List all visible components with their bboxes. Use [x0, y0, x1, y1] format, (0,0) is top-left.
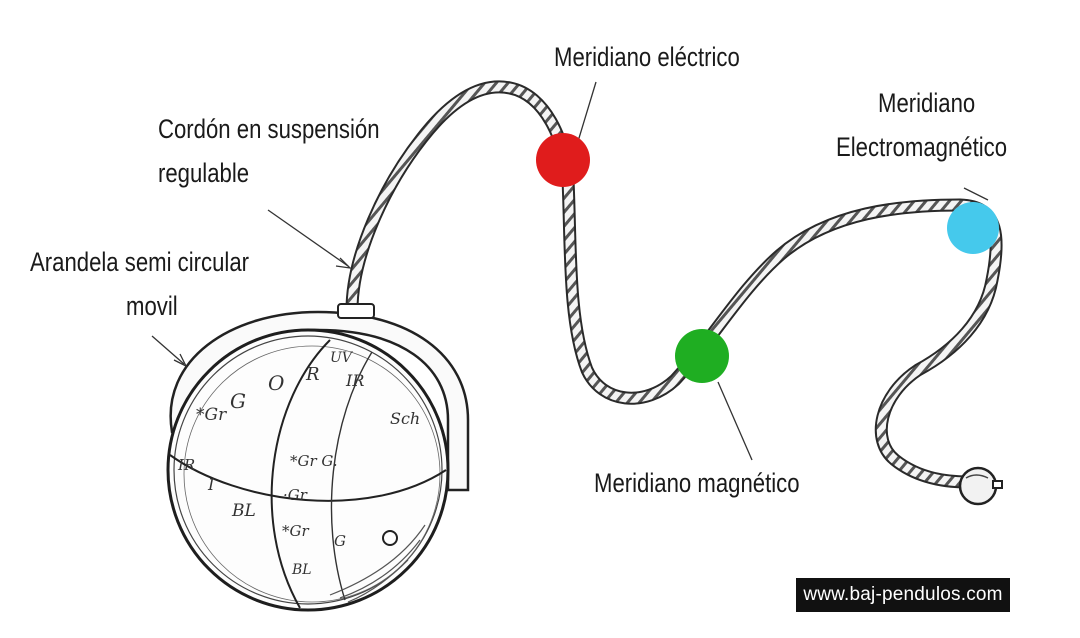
marking-ir: IR [345, 371, 364, 390]
label-cordon-line2: regulable [158, 158, 250, 188]
marker-meridiano-electromagnetico [947, 202, 999, 254]
marking-gr-star: *Gr [282, 522, 309, 540]
label-arandela-line1: Arandela semi circular [30, 247, 250, 277]
marking-uv: UV [330, 350, 354, 366]
marking-gr-g: *Gr G. [290, 452, 338, 470]
label-meridiano-magnetico: Meridiano magnético [594, 468, 800, 498]
sphere-body [166, 328, 450, 612]
sphere-markings: *Gr G O R IR UV Sch IR I BL *Gr G. ·Gr *… [177, 350, 420, 578]
pointer-arrows [151, 81, 989, 461]
label-cordon-line1: Cordón en suspensión [158, 114, 380, 144]
marking-gr-dot: ·Gr [283, 486, 308, 504]
arrow-cordon [267, 209, 349, 267]
label-arandela-line2: movil [126, 291, 178, 321]
marking-bl: BL [231, 501, 256, 521]
marking-ir-left: IR [177, 456, 195, 474]
marking-sch: Sch [390, 409, 420, 428]
marking-bl-inner: BL [291, 562, 312, 578]
marking-i: I [207, 475, 215, 494]
arrow-electrico [575, 81, 597, 149]
label-meridiano-electromagnetico-line2: Electromagnético [836, 132, 1008, 162]
label-meridiano-electromagnetico-line1: Meridiano [878, 88, 976, 118]
watermark: www.baj-pendulos.com [796, 578, 1010, 612]
suspension-cord [345, 80, 1003, 489]
marking-o: O [268, 371, 284, 395]
arrow-magnetico [717, 381, 753, 461]
cord-attachment [337, 303, 375, 319]
end-weight [958, 466, 1003, 506]
marking-g: G [230, 389, 246, 413]
marking-r: R [305, 364, 320, 385]
marking-g-inner: G [334, 532, 346, 550]
marking-gr: *Gr [196, 405, 227, 425]
arrow-electromagnetico [963, 187, 989, 201]
pendulum-sphere [166, 303, 470, 612]
marker-meridiano-electrico [536, 133, 590, 187]
arrow-arandela [151, 335, 185, 365]
marker-meridiano-magnetico [675, 329, 729, 383]
label-meridiano-electrico: Meridiano eléctrico [554, 42, 740, 72]
